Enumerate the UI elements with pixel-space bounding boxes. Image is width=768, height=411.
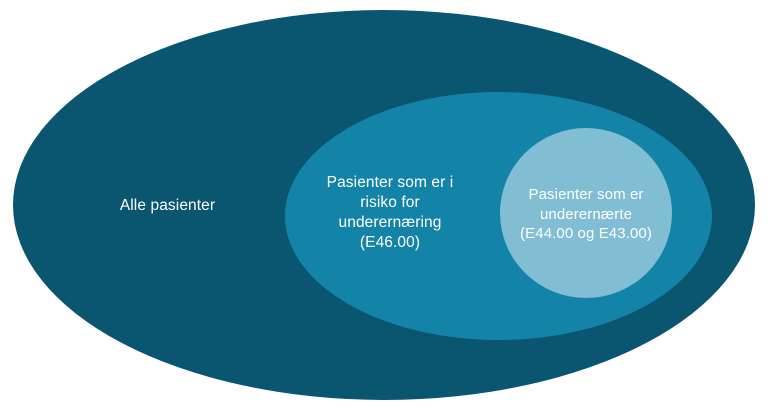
inner-set-ellipse-malnourished [500,128,672,298]
outer-set-label: Alle pasienter [119,197,216,214]
inner-set-label: Pasienter som er underernærte (E44.00 og… [520,186,652,242]
middle-set-label: Pasienter som er i risiko for underernær… [326,174,454,252]
